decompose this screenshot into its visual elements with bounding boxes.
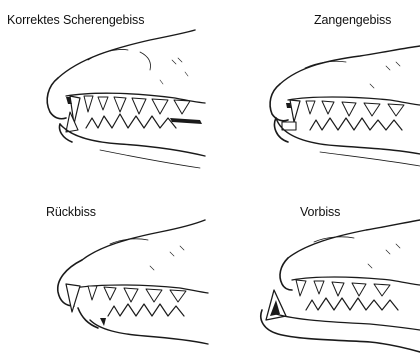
undershot-bite-jaw-illustration: [210, 180, 420, 360]
overshot-bite-jaw-illustration: [0, 180, 210, 360]
panel-scissor-bite: Korrektes Scherengebiss: [0, 0, 210, 180]
panel-level-bite: Zangengebiss: [210, 0, 420, 180]
panel-overshot-bite: Rückbiss: [0, 180, 210, 360]
scissor-bite-jaw-illustration: [0, 0, 210, 180]
level-bite-jaw-illustration: [210, 0, 420, 180]
panel-undershot-bite: Vorbiss: [210, 180, 420, 360]
